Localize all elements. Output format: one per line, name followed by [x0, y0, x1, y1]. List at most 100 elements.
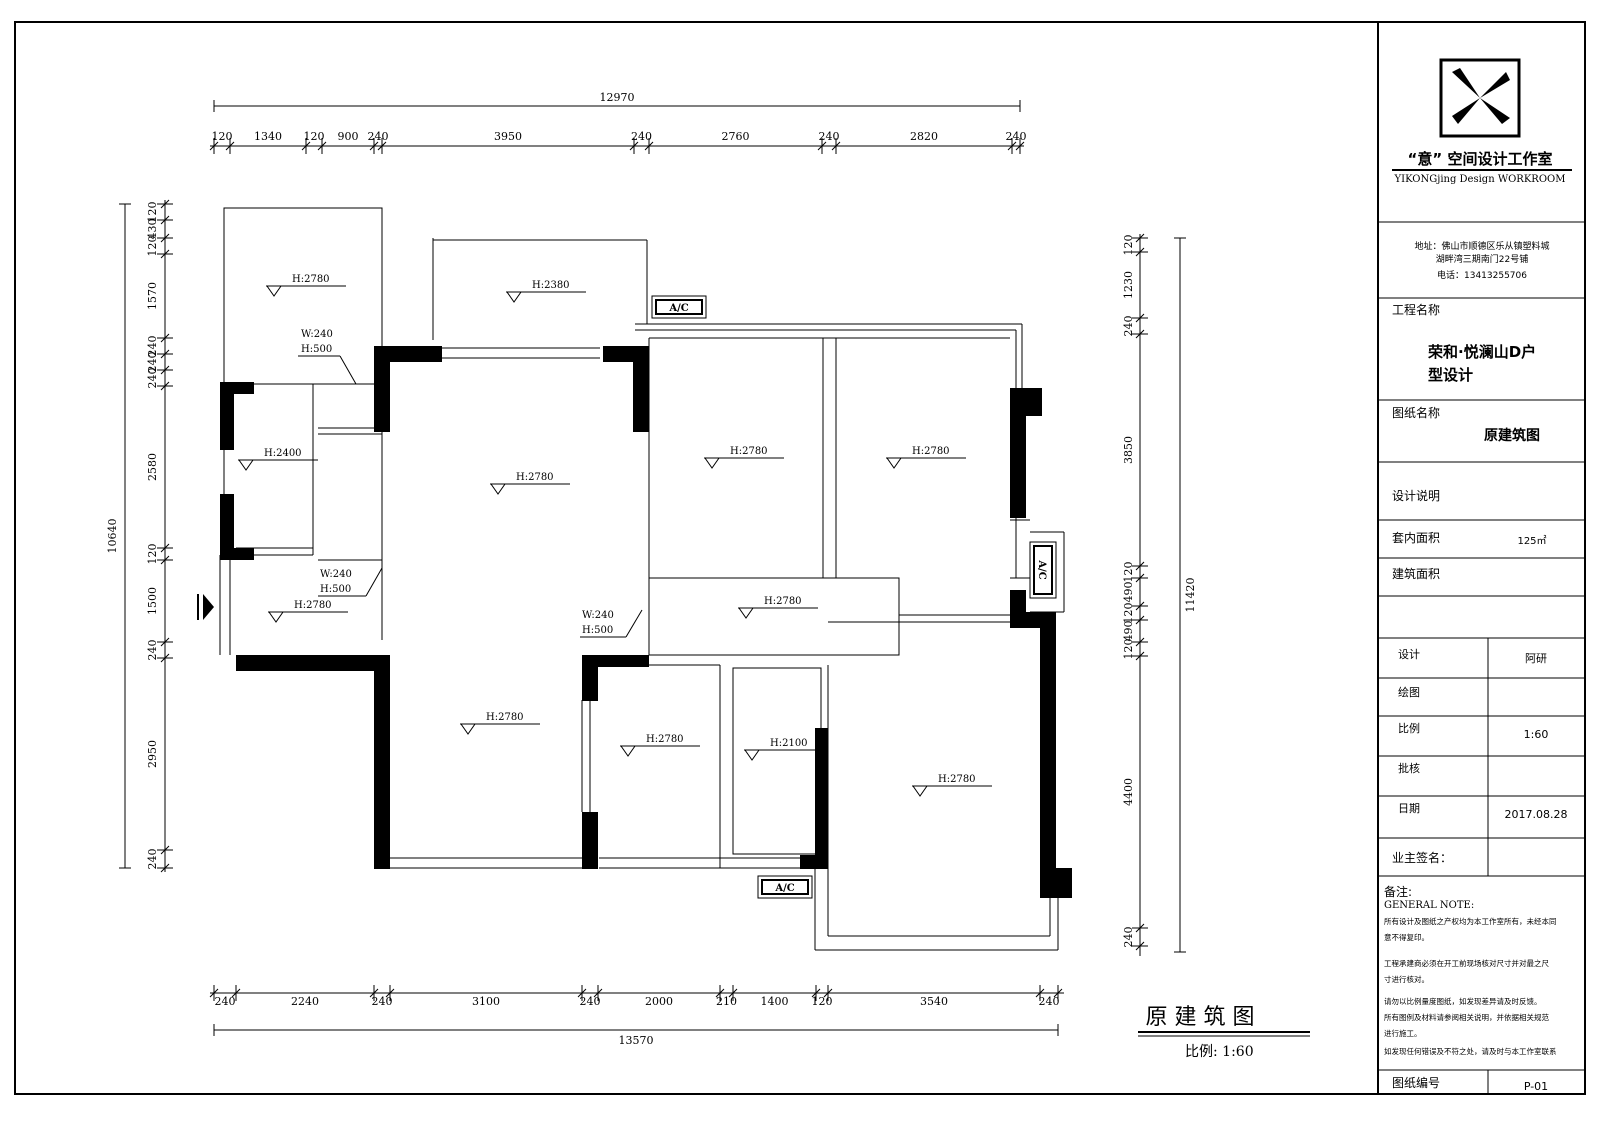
right-dimension-label: 120	[1122, 562, 1135, 583]
project-name-1: 荣和·悦澜山D户	[1427, 343, 1536, 361]
right-dimension-label: 3850	[1122, 436, 1135, 464]
height-marker: H:2400	[238, 448, 318, 471]
left-dimension-label: 2580	[146, 453, 159, 481]
ceiling-height-label: H:2400	[264, 448, 302, 459]
drawing-label: 图纸名称	[1392, 405, 1440, 420]
ac-label: A/C	[774, 883, 794, 894]
caption-scale: 比例: 1:60	[1185, 1044, 1254, 1060]
top-dimension-label: 240	[1006, 130, 1027, 143]
left-dimension-label: 430	[146, 219, 159, 240]
top-dimension-label: 120	[212, 130, 233, 143]
ac-unit-icon: A/C	[1029, 541, 1057, 599]
left-dimension-label: 120	[146, 202, 159, 223]
caption-title: 原 建 筑 图	[1146, 1005, 1255, 1030]
top-dimension-label: 3950	[494, 130, 522, 143]
ceiling-height-label: H:2780	[486, 712, 524, 723]
bottom-dimension-label: 1400	[761, 995, 789, 1008]
bottom-dimension-label: 240	[215, 995, 236, 1008]
opening-width: W:240	[582, 610, 614, 621]
plan-caption: 原 建 筑 图 比例: 1:60	[1138, 1005, 1310, 1060]
drawing-no-label: 图纸编号	[1392, 1075, 1440, 1090]
right-dimension-label: 1230	[1122, 271, 1135, 299]
bottom-dimension-label: 240	[372, 995, 393, 1008]
opening-width: W:240	[301, 329, 333, 340]
top-dimension-label: 240	[631, 130, 652, 143]
bottom-dimension-label: 2000	[645, 995, 673, 1008]
height-marker: H:2780	[912, 774, 992, 797]
ceiling-height-label: H:2380	[532, 280, 570, 291]
bottom-dimension-label: 240	[580, 995, 601, 1008]
left-dimension-label: 1570	[146, 282, 159, 310]
drawing-no-value: P-01	[1524, 1080, 1548, 1093]
address-line-1: 地址：佛山市顺德区乐从镇塑料城	[1414, 240, 1549, 252]
ceiling-height-label: H:2100	[770, 738, 808, 749]
height-marker: H:2780	[490, 472, 570, 495]
left-dimension-label: 2950	[146, 740, 159, 768]
top-dimension-label: 2760	[722, 130, 750, 143]
height-marker: H:2780	[886, 446, 966, 469]
opening-width: W:240	[320, 569, 352, 580]
left-dimension-label: 1500	[146, 587, 159, 615]
date-label: 日期	[1398, 802, 1420, 815]
left-dimension-label: 120	[146, 236, 159, 257]
bottom-dimension-label: 120	[812, 995, 833, 1008]
right-dimension-label: 4400	[1122, 778, 1135, 806]
date-value: 2017.08.28	[1505, 808, 1568, 821]
height-marker: H:2100	[744, 738, 824, 761]
designer-value: 阿研	[1525, 652, 1547, 665]
build-area-label: 建筑面积	[1392, 566, 1440, 581]
note-line: 意不得复印。	[1384, 932, 1429, 942]
right-dimension-label: 120	[1122, 639, 1135, 660]
top-dimension-label: 1340	[254, 130, 282, 143]
ac-label: A/C	[1036, 559, 1047, 579]
note-line: 寸进行核对。	[1384, 974, 1429, 984]
ac-unit-icon: A/C	[651, 295, 707, 319]
ceiling-height-label: H:2780	[730, 446, 768, 457]
height-marker: H:2380	[506, 280, 586, 303]
left-dimension-label: 240	[146, 336, 159, 357]
note-line: 请勿以比例量度图纸，如发现差异请及时反馈。	[1384, 996, 1542, 1006]
left-dimension-label: 240	[146, 640, 159, 661]
ceiling-height-label: H:2780	[764, 596, 802, 607]
right-dimension-label: 120	[1122, 603, 1135, 624]
ac-unit-icon: A/C	[757, 875, 813, 899]
top-dimension-label: 2820	[910, 130, 938, 143]
right-dimension-label: 490	[1122, 621, 1135, 642]
bottom-dimension-label: 240	[1039, 995, 1060, 1008]
ceiling-height-label: H:2780	[646, 734, 684, 745]
owner-sign-label: 业主签名：	[1392, 850, 1452, 865]
ceiling-height-label: H:2780	[294, 600, 332, 611]
studio-logo	[1439, 58, 1521, 138]
top-dimension-label: 240	[819, 130, 840, 143]
notes-sub: GENERAL NOTE:	[1384, 900, 1474, 911]
phone: 电话：13413255706	[1437, 269, 1527, 281]
walls-solid	[220, 346, 1072, 898]
opening-height: H:500	[320, 584, 351, 595]
opening-height: H:500	[582, 625, 613, 636]
bottom-dimension-label: 210	[716, 995, 737, 1008]
top-dimension-label: 240	[368, 130, 389, 143]
note-line: 所有设计及图纸之产权均为本工作室所有，未经本同	[1384, 916, 1557, 926]
notes-label: 备注:	[1384, 884, 1412, 899]
approve-label: 批核	[1398, 761, 1420, 775]
project-label: 工程名称	[1392, 302, 1440, 317]
inner-area-value: 125㎡	[1517, 535, 1546, 547]
dimension-lines	[119, 100, 1186, 1036]
bottom-dimension-label: 2240	[291, 995, 319, 1008]
note-line: 工程承建商必须在开工前现场核对尺寸并对最之尺	[1384, 958, 1549, 968]
studio-name: “意” 空间设计工作室	[1408, 150, 1553, 168]
left-total-dimension: 10640	[106, 519, 119, 554]
studio-subtitle: YIKONGjing Design WORKROOM	[1394, 174, 1566, 185]
left-dimension-label: 120	[146, 544, 159, 565]
design-note-label: 设计说明	[1392, 488, 1440, 503]
note-line: 进行施工。	[1384, 1028, 1422, 1038]
note-line: 所有图例及材料请参阅相关说明，并依据相关规范	[1384, 1012, 1549, 1022]
right-dimension-label: 120	[1122, 235, 1135, 256]
scale-value: 1:60	[1524, 728, 1549, 741]
ceiling-height-label: H:2780	[292, 274, 330, 285]
right-dimension-label: 240	[1122, 927, 1135, 948]
ceiling-height-label: H:2780	[912, 446, 950, 457]
height-marker: H:2780	[704, 446, 784, 469]
title-block: “意” 空间设计工作室 YIKONGjing Design WORKROOM 地…	[1378, 58, 1585, 1094]
